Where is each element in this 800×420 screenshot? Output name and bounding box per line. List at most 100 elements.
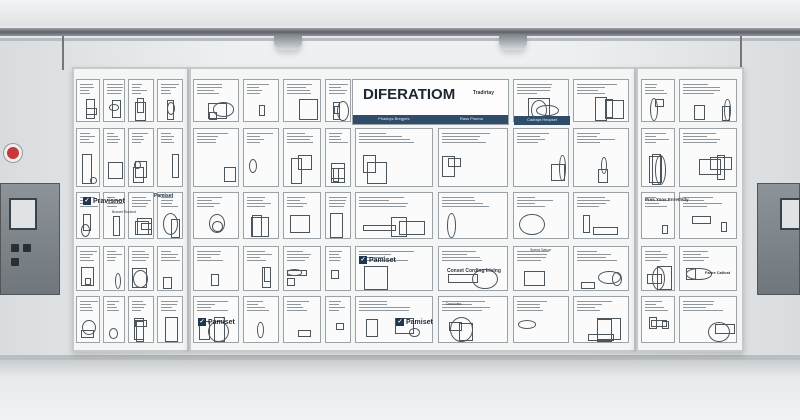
text-line [683,136,707,137]
text-line [161,133,171,134]
diagram-card [513,296,569,343]
text-line [132,200,151,201]
text-line [197,197,222,198]
text-line [287,203,308,204]
text-line [329,301,342,302]
diagram-card [283,128,321,187]
diagram-shape [362,225,397,232]
text-line [107,136,118,137]
diagram-card [103,296,125,343]
text-line [161,200,174,201]
text-line [287,257,310,258]
text-line [247,304,259,305]
text-line [645,307,665,308]
text-line [197,206,215,207]
diagram-shape [519,214,545,236]
text-line [80,206,99,207]
diagram-card [325,246,351,291]
title-card: DIFERATIOM Tradirtay Phadcys Bregpes Ras… [352,79,509,125]
text-line [80,307,93,308]
text-line [329,206,345,207]
text-line [80,142,94,143]
diagram-card [283,246,321,291]
text-line [161,251,171,252]
text-line [442,203,483,204]
text-line [287,93,312,94]
diagram-shape [81,329,95,339]
diagram-shape [109,328,119,339]
text-line [577,93,606,94]
text-line [107,206,117,207]
diagram-card [157,246,183,291]
text-line [517,260,541,261]
text-line [287,307,304,308]
text-line [645,90,665,91]
text-line [329,142,348,143]
text-line [80,257,91,258]
text-line [645,251,661,252]
diagram-card [128,79,154,122]
text-line [683,90,721,91]
text-line [683,251,708,252]
text-line [197,84,223,85]
text-line [107,139,120,140]
header-small: Cadrapt Hecpset [514,116,570,125]
kiosk-button [11,244,19,252]
text-line [329,257,342,258]
text-line [107,254,123,255]
text-line [577,260,617,261]
diagram-card [573,296,629,343]
diagram-card [76,296,100,343]
diagram-shape [330,162,345,183]
text-line [577,90,599,91]
text-line [359,136,403,137]
diagram-shape [654,154,667,185]
text-line [359,260,409,261]
note-mid: Dasslotes [446,302,462,306]
text-line [577,139,615,140]
text-line [287,310,307,311]
diagram-shape [108,161,123,180]
text-line [645,304,656,305]
text-line [287,200,301,201]
diagram-shape [171,154,180,179]
text-line [247,206,266,207]
diagram-card [193,246,239,291]
kiosk-screen [9,198,37,230]
text-line [645,133,666,134]
text-line [132,136,144,137]
text-line [645,257,667,258]
diagram-shape [135,101,146,122]
diagram-shape [693,105,705,121]
diagram-shape [363,266,389,290]
text-line [329,197,347,198]
diagram-card [679,246,737,291]
diagram-card [438,296,508,343]
diagram-card [76,79,100,122]
diagram-card [325,296,351,343]
logo-left-small: Pamiset [154,193,174,199]
text-line [329,304,339,305]
text-line [132,84,143,85]
text-line [577,136,597,137]
text-line [247,139,264,140]
text-line [247,203,271,204]
text-line [329,251,342,252]
text-line [132,90,148,91]
text-line [517,93,538,94]
text-line [107,257,116,258]
text-line [161,139,172,140]
diagram-shape [699,159,722,176]
diagram-card [355,128,433,187]
diagram-card [573,128,629,187]
text-line [107,197,116,198]
diagram-card [283,79,321,122]
text-line [329,307,346,308]
ceiling [0,0,800,26]
section-right-heading-2: Faree Callost [705,270,731,275]
diagram-shape [132,269,149,289]
kiosk-button [23,244,31,252]
diagram-shape [81,154,92,185]
baseboard [0,355,800,363]
diagram-shape [604,99,625,119]
